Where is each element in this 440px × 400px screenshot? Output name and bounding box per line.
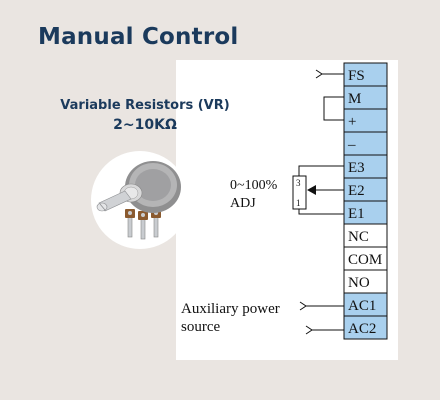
terminal-label: – xyxy=(347,137,356,153)
terminal-label: NC xyxy=(348,229,369,245)
ac2-arrow xyxy=(305,325,313,335)
terminal-label: M xyxy=(348,91,361,107)
terminal-label: E2 xyxy=(348,183,365,199)
terminal-label: COM xyxy=(348,252,382,268)
terminal-label: AC1 xyxy=(348,298,376,314)
potentiometer-icon xyxy=(96,161,181,240)
fs-arrow xyxy=(315,69,323,79)
pot-pin-3: 3 xyxy=(296,178,301,188)
potentiometer-photo xyxy=(91,151,189,249)
wiper-arrow xyxy=(307,185,316,195)
terminal-box xyxy=(343,315,388,340)
connection-lines xyxy=(292,69,344,335)
terminal-label: NO xyxy=(348,275,370,291)
component-name: Variable Resistors (VR) xyxy=(60,98,230,113)
component-range: 2~10KΩ xyxy=(113,117,177,133)
terminal-label: E1 xyxy=(348,206,365,222)
m-plus-jumper xyxy=(323,96,344,121)
page-title: Manual Control xyxy=(38,24,239,50)
pot-adj-label: ADJ xyxy=(230,196,256,211)
e1-wire xyxy=(298,209,344,215)
aux-power-label: Auxiliary power xyxy=(181,301,280,317)
ac1-arrow xyxy=(299,301,307,311)
terminal-label: FS xyxy=(348,68,365,84)
pot-pin-1: 1 xyxy=(296,198,301,208)
terminal-label: AC2 xyxy=(348,321,376,337)
pot-range-label: 0~100% xyxy=(230,178,278,193)
aux-source-label: source xyxy=(181,319,220,335)
terminal-label: E3 xyxy=(348,160,365,176)
terminal-label: + xyxy=(348,114,356,130)
diagram-labels: 0~100% ADJ 3 1 Auxiliary power source xyxy=(181,178,301,335)
e3-wire xyxy=(298,165,344,176)
